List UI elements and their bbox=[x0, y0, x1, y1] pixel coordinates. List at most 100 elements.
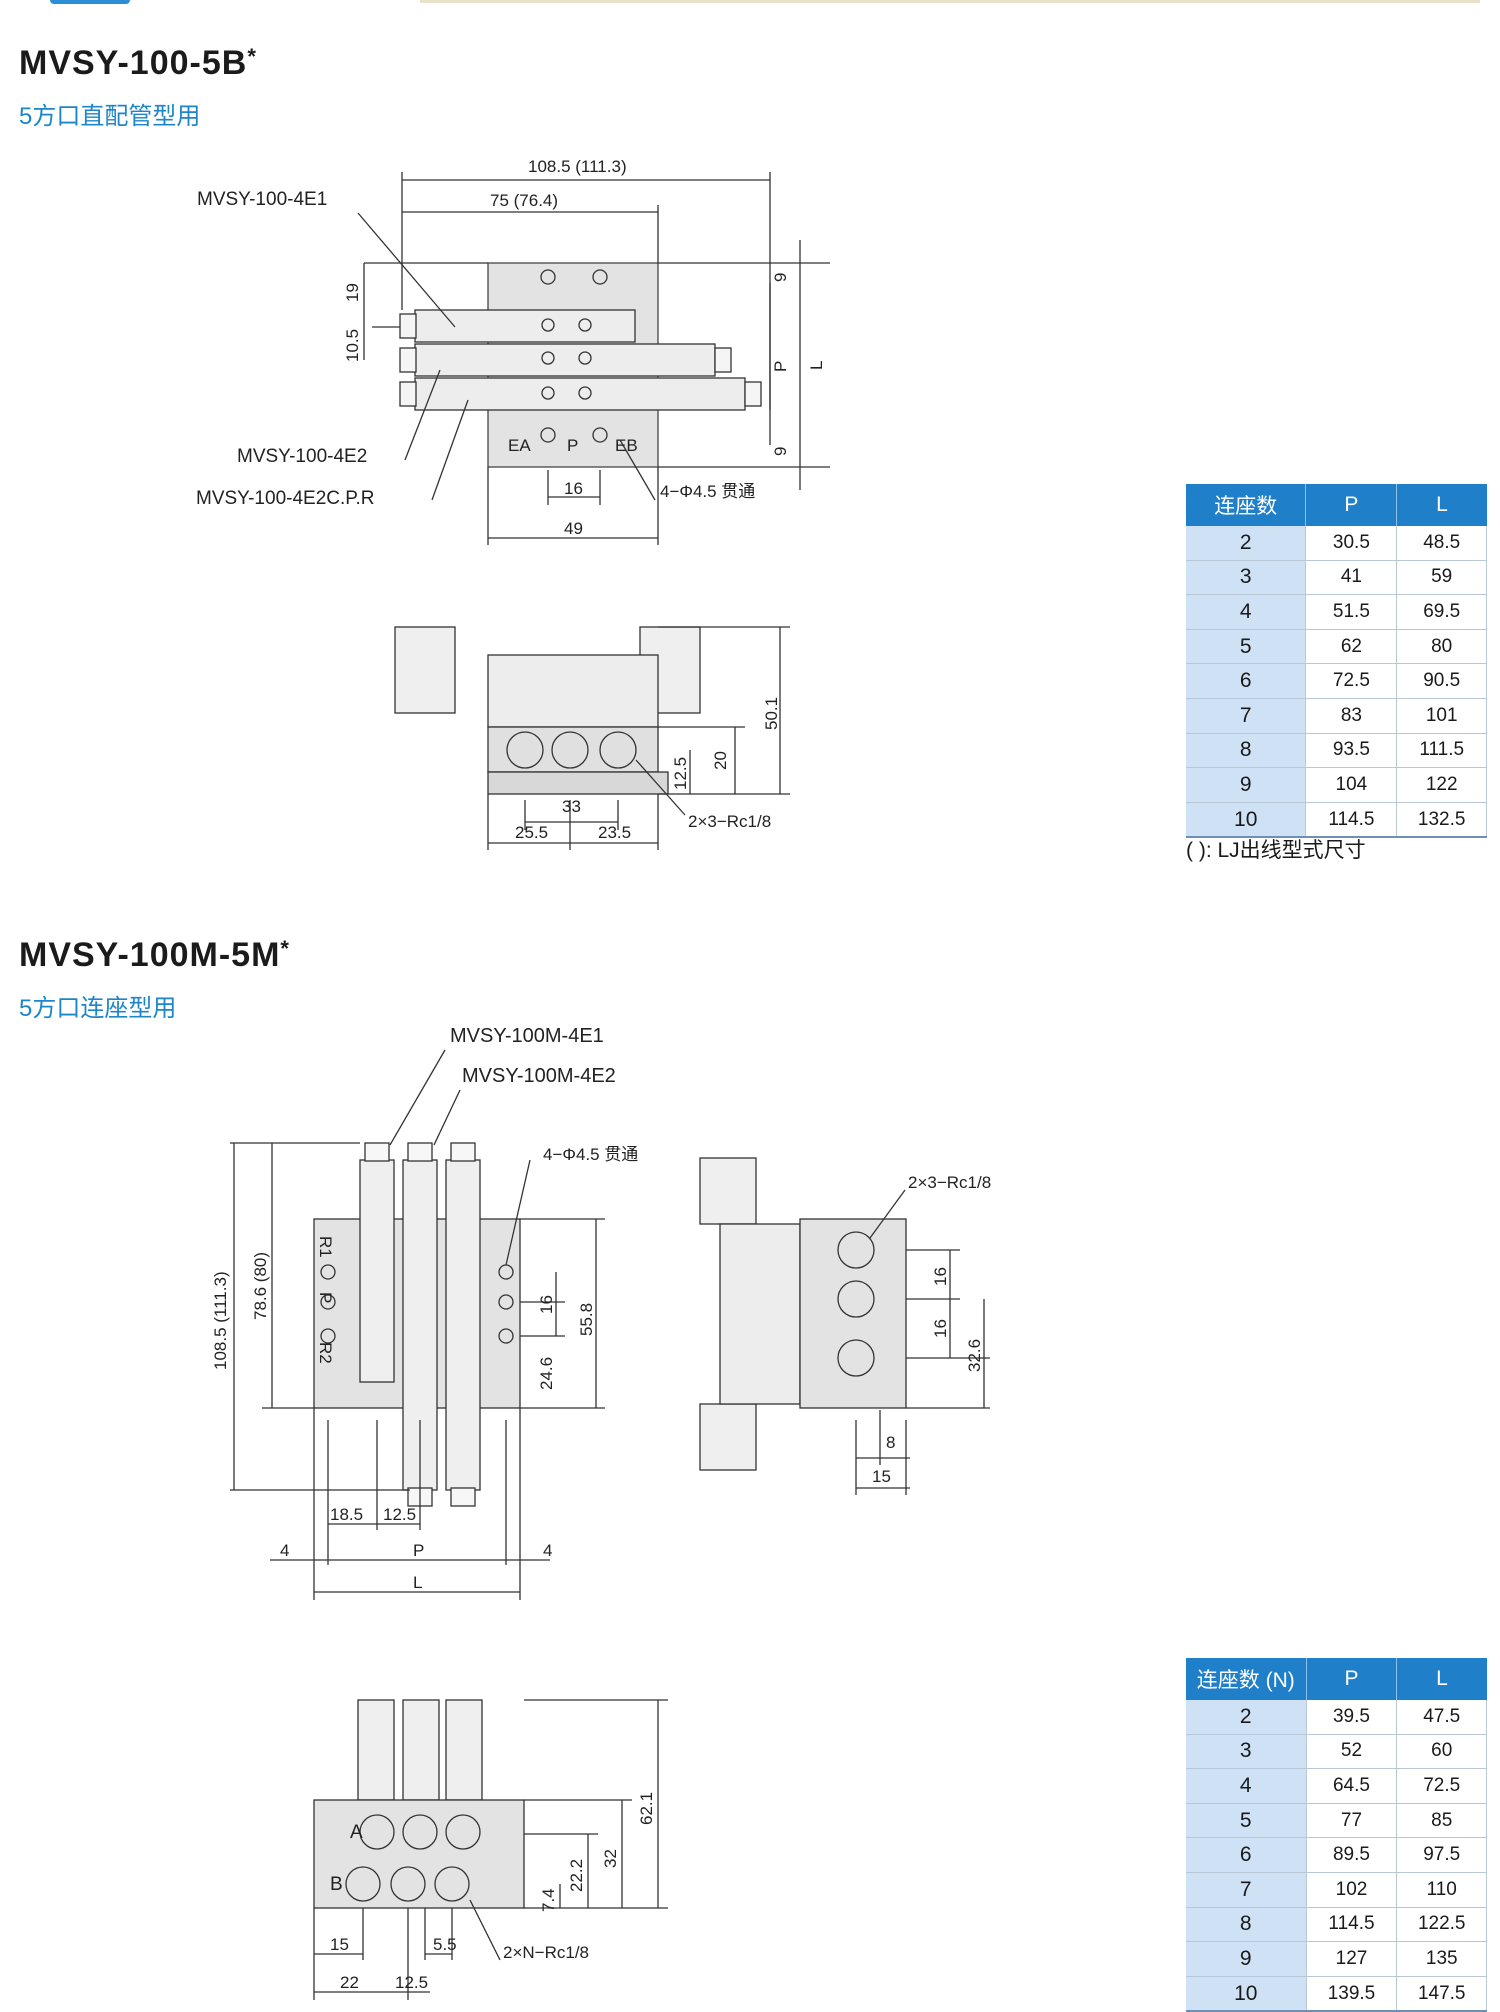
dim-5-5: 5.5 bbox=[433, 1935, 457, 1954]
dim-78-6: 78.6 (80) bbox=[251, 1252, 270, 1320]
dim-4-left: 4 bbox=[280, 1541, 289, 1560]
dim-16-b: 16 bbox=[931, 1319, 950, 1338]
dim-108-5-2: 108.5 (111.3) bbox=[211, 1271, 230, 1370]
label-port: 2×3−Rc1/8 bbox=[688, 812, 771, 831]
section1-model: MVSY-100-5B bbox=[19, 44, 248, 82]
dim-l: L bbox=[807, 361, 826, 370]
dim-22: 22 bbox=[340, 1973, 359, 1992]
table-header-row: 连座数 P L bbox=[1186, 484, 1487, 526]
dim-8: 8 bbox=[886, 1433, 895, 1452]
label-port-n: 2×N−Rc1/8 bbox=[503, 1943, 589, 1962]
dim-p: P bbox=[771, 361, 790, 372]
label-hole: 4−Φ4.5 贯通 bbox=[660, 482, 755, 501]
dim-7-4: 7.4 bbox=[539, 1888, 558, 1912]
dim-p-2: P bbox=[413, 1541, 424, 1560]
dim-4-right: 4 bbox=[543, 1541, 552, 1560]
section2-subtitle: 5方口连座型用 bbox=[19, 995, 177, 1022]
col-count: 连座数 bbox=[1186, 484, 1307, 526]
label-mvsy-100-4e2cpr: MVSY-100-4E2C.P.R bbox=[196, 488, 375, 509]
dim-16-a: 16 bbox=[931, 1267, 950, 1286]
dim-15-2: 15 bbox=[330, 1935, 349, 1954]
dim-18-5: 18.5 bbox=[330, 1505, 363, 1524]
label-mvsy-100-4e1: MVSY-100-4E1 bbox=[197, 189, 327, 210]
dim-20: 20 bbox=[711, 751, 730, 770]
label-mvsy-100-4e2: MVSY-100-4E2 bbox=[237, 446, 367, 467]
dim-55-8: 55.8 bbox=[577, 1303, 596, 1336]
dim-32-6: 32.6 bbox=[965, 1339, 984, 1372]
col-count-n: 连座数 (N) bbox=[1186, 1658, 1307, 1700]
port-r2: R2 bbox=[316, 1342, 335, 1364]
dim-10-5: 10.5 bbox=[343, 329, 362, 362]
section1-top-view-drawing: 108.5 (111.3) 75 (76.4) MVSY-100-4E1 MVS… bbox=[196, 157, 830, 545]
port-b: B bbox=[330, 1874, 343, 1895]
brand-accent-bar bbox=[50, 0, 130, 4]
dim-49: 49 bbox=[564, 519, 583, 538]
port-p: P bbox=[567, 436, 578, 455]
port-r1: R1 bbox=[316, 1236, 335, 1258]
port-eb: EB bbox=[615, 436, 638, 455]
dim-12-5: 12.5 bbox=[671, 757, 690, 790]
col-p: P bbox=[1306, 1658, 1398, 1700]
section2-title: MVSY-100M-5M* bbox=[19, 936, 290, 975]
dim-l-2: L bbox=[413, 1573, 422, 1592]
dim-62-1: 62.1 bbox=[637, 1792, 656, 1825]
dim-9-bottom: 9 bbox=[771, 447, 790, 456]
dim-22-2: 22.2 bbox=[567, 1859, 586, 1892]
dim-25-5: 25.5 bbox=[515, 823, 548, 842]
dim-9-top: 9 bbox=[771, 273, 790, 282]
col-p: P bbox=[1305, 484, 1398, 526]
dim-32: 32 bbox=[601, 1849, 620, 1868]
section2-star: * bbox=[280, 936, 290, 961]
dim-33: 33 bbox=[562, 797, 581, 816]
dim-15: 15 bbox=[872, 1467, 891, 1486]
section1-front-view-drawing: 50.1 20 12.5 33 25.5 23.5 2×3−Rc1/8 bbox=[394, 626, 790, 850]
port-p-2: P bbox=[316, 1292, 335, 1303]
section1-subtitle: 5方口直配管型用 bbox=[19, 103, 201, 130]
dim-12-5-2: 12.5 bbox=[383, 1505, 416, 1524]
dim-23-5: 23.5 bbox=[598, 823, 631, 842]
label-port-2: 2×3−Rc1/8 bbox=[908, 1173, 991, 1192]
dim-19: 19 bbox=[343, 283, 362, 302]
col-l: L bbox=[1396, 484, 1487, 526]
dim-24-6: 24.6 bbox=[537, 1357, 556, 1390]
dim-16: 16 bbox=[564, 479, 583, 498]
dim-108-5: 108.5 (111.3) bbox=[528, 157, 627, 176]
label-mvsy-100m-4e2: MVSY-100M-4E2 bbox=[462, 1065, 616, 1087]
port-ea: EA bbox=[508, 436, 531, 455]
port-a: A bbox=[350, 1822, 363, 1843]
col-l: L bbox=[1396, 1658, 1487, 1700]
table-header-row: 连座数 (N) P L bbox=[1186, 1658, 1487, 1700]
section2-model: MVSY-100M-5M bbox=[19, 936, 281, 974]
section1-title: MVSY-100-5B* bbox=[19, 44, 257, 83]
dim-50-1: 50.1 bbox=[762, 697, 781, 730]
section1-note: ( ): LJ出线型式尺寸 bbox=[1186, 839, 1366, 862]
dim-12-5-3: 12.5 bbox=[395, 1973, 428, 1992]
dim-16-2: 16 bbox=[537, 1295, 556, 1314]
dim-75: 75 (76.4) bbox=[490, 191, 558, 210]
top-decoration bbox=[0, 0, 1500, 6]
label-mvsy-100m-4e1: MVSY-100M-4E1 bbox=[450, 1025, 604, 1047]
header-rule bbox=[420, 0, 1480, 3]
